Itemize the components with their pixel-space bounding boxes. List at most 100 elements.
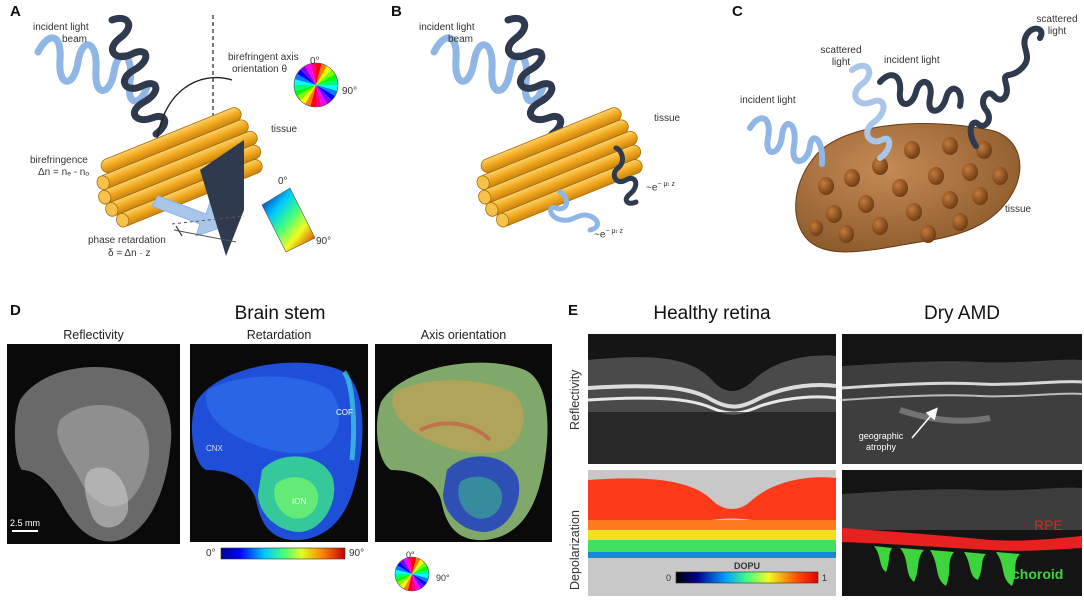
e-geographic-label-2: atrophy [865,442,897,452]
a-tissue-label: tissue [271,124,298,135]
color-wheel-segment [412,574,429,583]
incident-light-beam-a [34,34,152,105]
panel-a-drawing [34,15,339,256]
color-wheel-segment [316,85,332,105]
b-decay-1: ~e− μₜ z [646,181,675,194]
a-wheel-right-label: 90° [342,86,358,97]
color-wheel-segment [407,574,412,591]
color-wheel-segment [316,85,327,107]
color-wheel-segment [316,85,336,101]
c-incident-left-label: incident light [740,95,796,106]
e-row-reflectivity-label: Reflectivity [568,369,582,430]
panel-label-a: A [10,3,21,20]
d-title: Brain stem [234,303,326,324]
d-colorbar-max: 90° [349,548,365,559]
color-wheel-rim [293,62,339,108]
c-incident-right-label: incident light [884,55,940,66]
color-wheel-segment [316,85,338,91]
a-retardation-formula: δ = Δn · z [108,248,151,259]
panel-label-e: E [568,302,579,319]
color-wheel-segment [395,565,412,574]
dark-beam-a [108,15,169,138]
color-wheel-segment [395,574,412,579]
c-scattered-left-label-1: scattered [820,45,862,56]
e-healthy-title: Healthy retina [653,303,771,324]
color-wheel-segment [412,574,429,579]
a-bar-top-label: 0° [278,176,288,187]
color-wheel-segment [395,569,412,574]
a-phase-retardation-label: phase retardation [88,235,166,246]
color-wheel-segment [294,85,316,96]
color-wheel-segment [296,85,316,101]
a-birefringent-axis-label: birefringent axis [228,52,299,63]
color-wheel-segment [294,74,316,85]
color-wheel-segment [310,63,316,85]
e-dopu-min: 0 [666,573,672,583]
d-axis-orientation-title: Axis orientation [420,328,507,342]
e-dopu-max: 1 [822,573,828,583]
b-beam-label: beam [448,34,474,45]
c-tissue-label: tissue [1005,204,1032,215]
color-wheel-segment [397,561,412,574]
color-wheel-segment [316,79,338,85]
color-wheel-segment [316,85,338,96]
color-wheel-segment [412,559,425,574]
color-wheel-d [394,556,430,592]
color-wheel-a [293,62,339,108]
color-wheel-segment [412,557,417,574]
e-row-depolarization-label: Depolarization [568,510,582,590]
e-dopu-label: DOPU [734,561,761,571]
d-cnx-label: CNX [206,444,223,453]
panel-label-c: C [732,3,743,20]
a-birefringence-formula: Δn = nₑ - nₒ [38,167,90,178]
color-wheel-segment [310,85,316,107]
color-wheel-segment [412,574,417,591]
d-cof-label: COF [336,408,353,417]
b-decay-2: ~e− μₜ z [594,228,623,241]
color-wheel-segment [305,85,316,107]
color-wheel-segment [294,85,316,91]
color-wheel-segment [399,574,412,589]
panel-c-drawing [747,25,1045,253]
color-wheel-segment [412,574,421,591]
color-wheel-segment [403,557,412,574]
color-wheel-segment [296,69,316,85]
color-wheel-segment [316,74,338,85]
color-wheel-segment [316,65,332,85]
panel-d-images [7,344,552,592]
c-scattered-right-label-2: light [1047,26,1067,37]
color-wheel-segment [412,574,425,589]
c-scattered-left-label-2: light [831,57,851,68]
color-wheel-segment [316,85,322,107]
c-scattered-right-label-1: scattered [1036,14,1078,25]
color-wheel-segment [305,63,316,85]
color-wheel-segment [412,569,429,574]
panel-label-d: D [10,302,21,319]
a-wheel-top-label: 0° [310,56,320,67]
color-wheel-segment [316,69,336,85]
b-incident-light-label: incident light [419,22,475,33]
d-ion-label: ION [292,497,307,506]
color-wheel-rim [394,556,430,592]
d-wheel-top-label: 0° [406,550,415,560]
color-wheel-segment [403,574,412,591]
color-wheel-segment [316,63,327,85]
color-wheel-segment [294,79,316,85]
color-wheel-segment [300,85,316,105]
d-scale-bar-label: 2.5 mm [10,518,41,528]
color-wheel-segment [316,63,322,85]
a-birefringence-label: birefringence [30,155,88,166]
color-wheel-segment [412,565,429,574]
panel-e-images [587,334,1083,596]
color-wheel-segment [407,557,412,574]
b-tissue-label: tissue [654,113,681,124]
colorbar-a [261,187,316,253]
panel-b-drawing [430,15,643,233]
e-rpe-label: RPE [1034,517,1063,533]
color-wheel-segment [412,561,427,574]
a-incident-light-label: incident light [33,22,89,33]
e-dry-amd-title: Dry AMD [924,303,1000,324]
panel-label-b: B [391,3,402,20]
color-wheel-segment [399,559,412,574]
a-orientation-label: orientation θ [232,64,288,75]
